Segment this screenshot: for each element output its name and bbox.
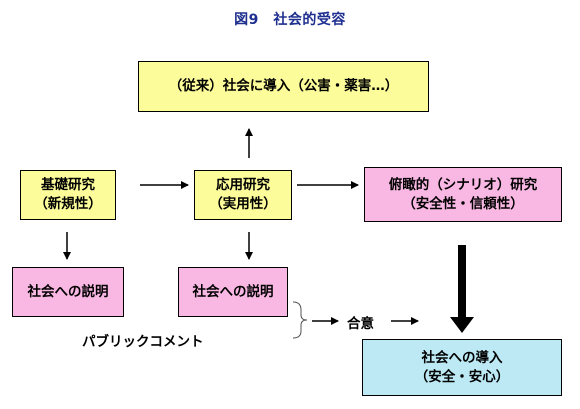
conventional-introduction-box: （従来）社会に導入（公害・薬害…） xyxy=(138,61,429,112)
explain-applied-box: 社会への説明 xyxy=(178,267,288,317)
explain-applied-label: 社会への説明 xyxy=(192,283,274,300)
explain-basic-box: 社会への説明 xyxy=(12,267,124,317)
thick-arrow-shaft xyxy=(458,245,466,318)
basic-research-sublabel: （新規性） xyxy=(34,196,102,212)
applied-research-sublabel: （実用性） xyxy=(209,196,277,212)
thick-arrow-head xyxy=(450,317,474,333)
basic-research-box: 基礎研究 （新規性） xyxy=(20,170,116,220)
overview-research-box: 俯瞰的（シナリオ）研究 （安全性・信頼性） xyxy=(364,167,562,222)
overview-research-label: 俯瞰的（シナリオ）研究 xyxy=(388,176,538,193)
explain-basic-label: 社会への説明 xyxy=(27,283,109,300)
social-introduction-box: 社会への導入 （安全・安心） xyxy=(362,339,562,396)
social-introduction-label: 社会への導入 xyxy=(421,349,503,366)
social-introduction-sublabel: （安全・安心） xyxy=(414,368,510,385)
overview-research-sublabel: （安全性・信頼性） xyxy=(402,195,524,212)
consensus-label: 合意 xyxy=(347,316,374,332)
conventional-introduction-label: （従来）社会に導入（公害・薬害…） xyxy=(168,78,399,94)
brace xyxy=(292,301,308,339)
page-title: 図9 社会的受容 xyxy=(234,12,346,28)
applied-research-box: 応用研究 （実用性） xyxy=(194,170,292,220)
applied-research-label: 応用研究 xyxy=(216,177,270,193)
basic-research-label: 基礎研究 xyxy=(41,177,95,193)
public-comment-label: パブリックコメント xyxy=(82,334,204,350)
